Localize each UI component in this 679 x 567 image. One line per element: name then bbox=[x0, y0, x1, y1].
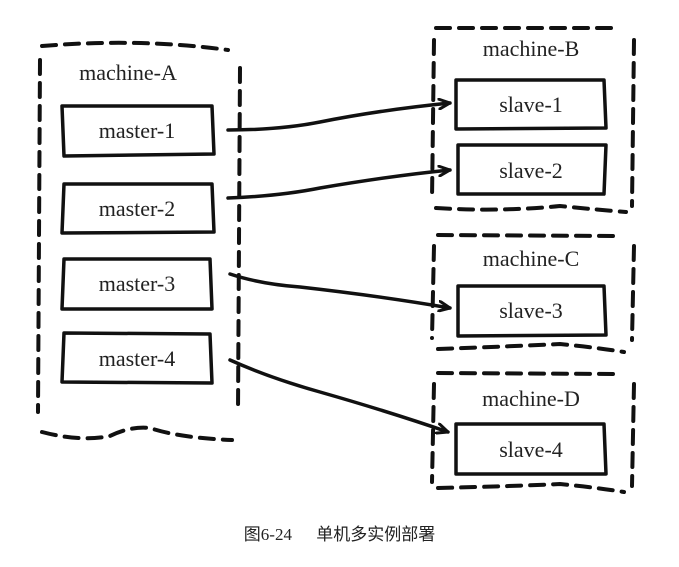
svg-text:slave-1: slave-1 bbox=[499, 92, 563, 117]
machine-d-label: machine-D bbox=[482, 386, 580, 411]
instance-slave-2: slave-2 bbox=[456, 143, 608, 196]
instance-master-3: master-3 bbox=[60, 257, 214, 311]
arrow-master-4-to-slave-4 bbox=[228, 358, 450, 432]
figure-caption: 图6-24 单机多实例部署 bbox=[0, 520, 679, 545]
machine-b-container: machine-B slave-1 slave-2 bbox=[430, 26, 636, 214]
svg-text:master-1: master-1 bbox=[99, 118, 176, 143]
svg-text:master-2: master-2 bbox=[99, 196, 176, 221]
svg-text:slave-4: slave-4 bbox=[499, 437, 563, 462]
instance-slave-3: slave-3 bbox=[456, 284, 608, 338]
svg-text:slave-3: slave-3 bbox=[499, 298, 563, 323]
machine-c-container: machine-C slave-3 bbox=[430, 233, 636, 354]
instance-master-4: master-4 bbox=[60, 331, 214, 385]
svg-text:master-3: master-3 bbox=[99, 271, 176, 296]
arrow-master-3-to-slave-3 bbox=[228, 272, 452, 308]
instance-slave-4: slave-4 bbox=[454, 422, 608, 476]
arrow-master-2-to-slave-2 bbox=[226, 170, 452, 200]
instance-slave-1: slave-1 bbox=[454, 78, 608, 131]
machine-d-container: machine-D slave-4 bbox=[430, 371, 636, 494]
instance-master-1: master-1 bbox=[60, 104, 216, 158]
machine-b-label: machine-B bbox=[483, 36, 580, 61]
machine-a-container: machine-A master-1 master-2 master-3 mas… bbox=[36, 40, 242, 442]
machine-c-label: machine-C bbox=[483, 246, 580, 271]
figure-title: 单机多实例部署 bbox=[316, 525, 436, 544]
svg-text:slave-2: slave-2 bbox=[499, 158, 563, 183]
arrow-master-1-to-slave-1 bbox=[226, 103, 452, 132]
svg-text:master-4: master-4 bbox=[99, 346, 176, 371]
deployment-diagram: machine-A master-1 master-2 master-3 mas… bbox=[36, 26, 636, 494]
figure-number: 图6-24 bbox=[243, 525, 292, 544]
machine-a-label: machine-A bbox=[79, 60, 177, 85]
instance-master-2: master-2 bbox=[60, 182, 216, 235]
